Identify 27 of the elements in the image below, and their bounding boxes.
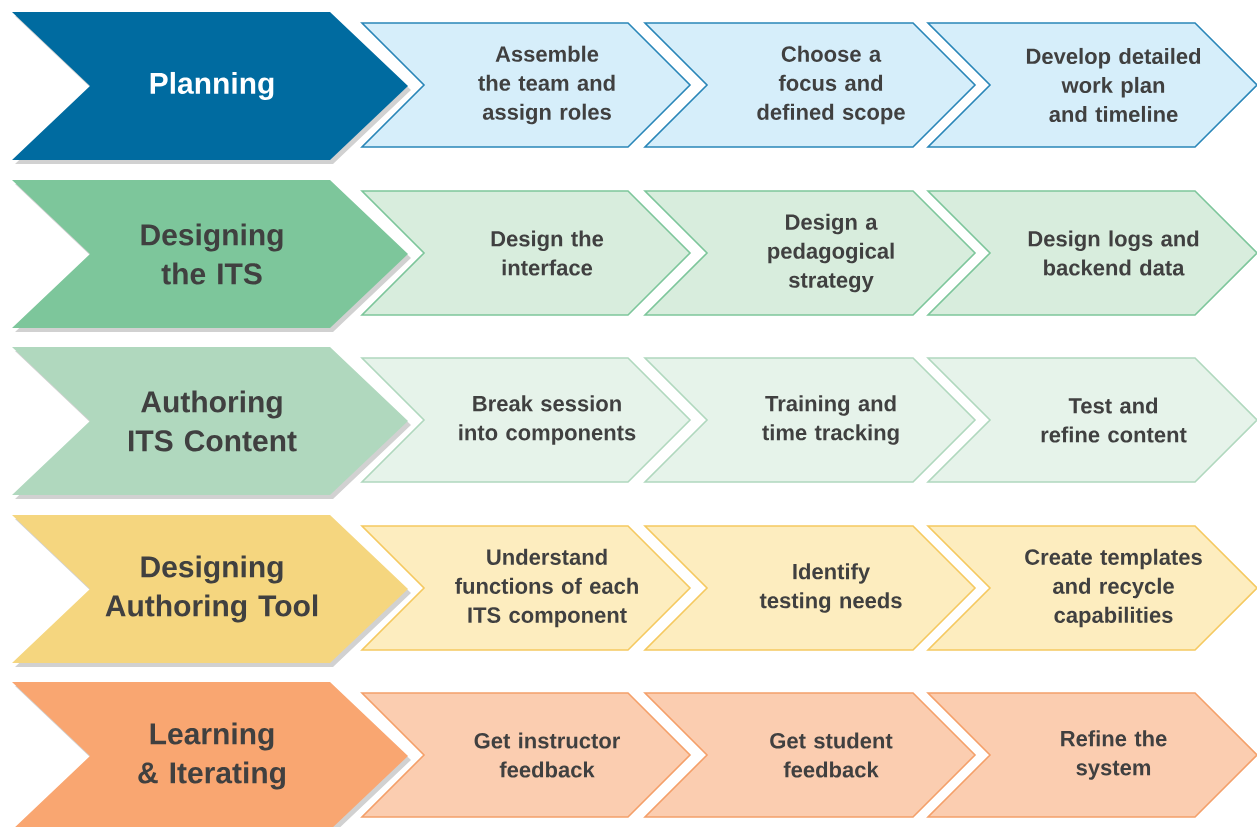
step-box: Create templates and recycle capabilities xyxy=(926,525,1257,651)
step-box: Design a pedagogical strategy xyxy=(643,190,977,316)
node-label: Refine the system xyxy=(1061,730,1167,780)
stage-box: Learning & Iterating xyxy=(12,682,411,827)
stage-box: Designing the ITS xyxy=(12,180,411,332)
step-box: Develop detailed work plan and timeline xyxy=(926,22,1257,148)
step-box: Design the interface xyxy=(360,190,692,316)
node-label: Develop detailed work plan and timeline xyxy=(1026,47,1201,123)
step-box: Understand functions of each ITS component xyxy=(360,525,692,651)
step-box: Refine the system xyxy=(926,692,1257,818)
step-box: Identify testing needs xyxy=(643,525,977,651)
node-label: Create templates and recycle capabilities xyxy=(1025,548,1202,628)
node-label: Get student feedback xyxy=(770,732,893,778)
step-box: Training and time tracking xyxy=(643,357,977,483)
step-box: Choose a focus and defined scope xyxy=(643,22,977,148)
node-label: Get instructor feedback xyxy=(474,732,621,778)
step-box: Get student feedback xyxy=(643,692,977,818)
step-box: Assemble the team and assign roles xyxy=(360,22,692,148)
node-label: Test and refine content xyxy=(1041,397,1187,443)
node-label: Design logs and backend data xyxy=(1028,230,1199,276)
step-box: Design logs and backend data xyxy=(926,190,1257,316)
stage-box: Planning xyxy=(12,12,411,164)
step-box: Test and refine content xyxy=(926,357,1257,483)
step-box: Break session into components xyxy=(360,357,692,483)
step-box: Get instructor feedback xyxy=(360,692,692,818)
stage-box: Authoring ITS Content xyxy=(12,347,411,499)
stage-box: Designing Authoring Tool xyxy=(12,515,411,667)
